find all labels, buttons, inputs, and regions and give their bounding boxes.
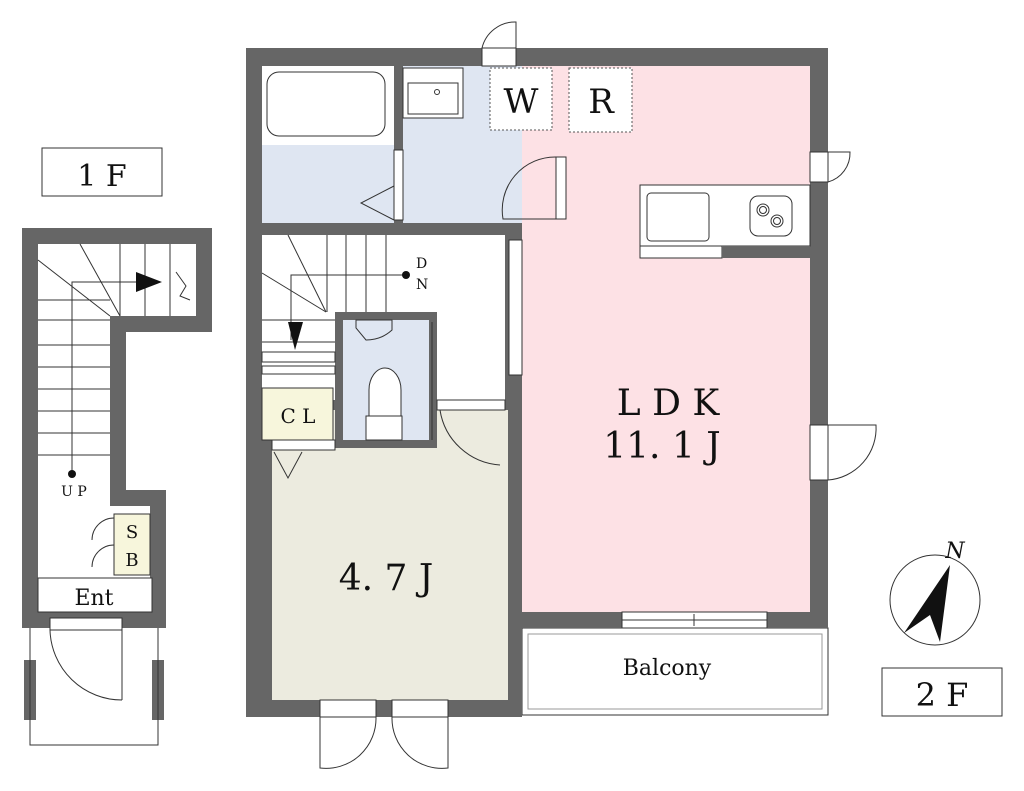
ldk-label: L D K bbox=[617, 383, 721, 424]
counter-wall bbox=[722, 246, 810, 258]
kitchen-sink bbox=[646, 192, 710, 242]
burner-inner bbox=[759, 206, 767, 214]
bath-door-icon bbox=[359, 185, 395, 221]
top-door-swing bbox=[481, 21, 517, 49]
washroom-door-swing bbox=[501, 156, 557, 220]
stairs-2f bbox=[261, 234, 406, 343]
floor-label-2f: 2 F bbox=[916, 676, 969, 714]
compass-north-label: N bbox=[944, 539, 965, 564]
shoe-box-door-swing bbox=[91, 517, 115, 568]
drain-icon bbox=[434, 89, 440, 95]
entry-door-opening[interactable] bbox=[49, 617, 123, 631]
closet bbox=[261, 387, 334, 441]
shoe-box-label-s: S bbox=[126, 522, 138, 543]
bedroom-window-right[interactable] bbox=[391, 699, 449, 718]
balcony-label: Balcony bbox=[623, 656, 712, 681]
washer-space bbox=[489, 67, 553, 131]
first-floor: 1 F U P S B Ent bbox=[22, 147, 212, 746]
stairs-1f bbox=[37, 243, 191, 474]
closet-door-icon bbox=[273, 451, 303, 480]
entry-door-swing bbox=[49, 629, 123, 701]
entrance bbox=[37, 577, 153, 613]
bedroom-door[interactable] bbox=[436, 399, 506, 411]
stairs-down-label-d: D bbox=[416, 256, 427, 272]
ldk-size: 11. 1 J bbox=[603, 426, 720, 467]
closet-door bbox=[271, 439, 336, 451]
closet-label: C L bbox=[281, 404, 316, 428]
floor-label-1f: 1 F bbox=[77, 159, 126, 194]
fridge-space bbox=[568, 67, 633, 133]
bedroom-window-left[interactable] bbox=[319, 699, 377, 718]
stairs-up-label: U P bbox=[61, 484, 87, 500]
wash-basin bbox=[402, 67, 464, 119]
burner-icon bbox=[770, 214, 784, 228]
north-arrow-icon bbox=[904, 565, 950, 642]
stairs-down-arrow-icon bbox=[288, 322, 303, 350]
top-window bbox=[481, 47, 517, 67]
floor-label-box-2f bbox=[881, 667, 1003, 717]
bath-door[interactable] bbox=[393, 149, 404, 221]
stairs-up-arrow-icon bbox=[136, 272, 162, 292]
ldk-window-upper-swing bbox=[827, 151, 851, 183]
ldk-side-door[interactable] bbox=[809, 424, 829, 481]
first-floor-walls bbox=[22, 228, 212, 628]
ldk-room bbox=[522, 66, 810, 612]
fridge-label: R bbox=[588, 82, 615, 122]
toilet-door-swing bbox=[355, 319, 393, 341]
bedroom-window-swings bbox=[319, 716, 449, 769]
toilet-icon bbox=[368, 367, 402, 421]
porch-outline bbox=[29, 628, 159, 746]
compass: N bbox=[889, 539, 981, 646]
balcony bbox=[521, 627, 829, 716]
stair-rail bbox=[261, 365, 336, 375]
washer-label: W bbox=[504, 82, 539, 122]
shoe-box-label-b: B bbox=[125, 550, 138, 571]
entrance-label: Ent bbox=[74, 586, 113, 611]
bedroom-door-swing bbox=[439, 409, 501, 466]
bedroom-size: 4. 7 J bbox=[339, 558, 434, 599]
burner-icon bbox=[756, 203, 770, 217]
second-floor: Balcony C L W R bbox=[246, 21, 877, 769]
bathroom-floor bbox=[262, 145, 394, 223]
burner-inner bbox=[773, 217, 781, 225]
floor-label-box-1f bbox=[41, 147, 163, 197]
toilet-tank bbox=[365, 415, 403, 441]
washroom-door[interactable] bbox=[555, 156, 567, 220]
basin-bowl bbox=[407, 82, 459, 115]
ldk-sliding-door[interactable] bbox=[508, 239, 523, 376]
balcony-inner bbox=[527, 633, 823, 710]
ldk-side-door-swing bbox=[827, 424, 877, 481]
bathtub bbox=[266, 71, 386, 137]
ldk-window-upper bbox=[809, 151, 829, 183]
bedroom bbox=[272, 410, 508, 700]
shoe-box bbox=[113, 513, 151, 576]
stairs-down-label-n: N bbox=[416, 277, 428, 293]
kitchen-counter bbox=[639, 184, 811, 247]
stair-landing-rail bbox=[261, 351, 336, 363]
stove bbox=[749, 195, 793, 237]
counter-ledge bbox=[639, 245, 723, 259]
stairs-start-dot bbox=[402, 271, 410, 279]
stairs-start-dot bbox=[68, 470, 76, 478]
